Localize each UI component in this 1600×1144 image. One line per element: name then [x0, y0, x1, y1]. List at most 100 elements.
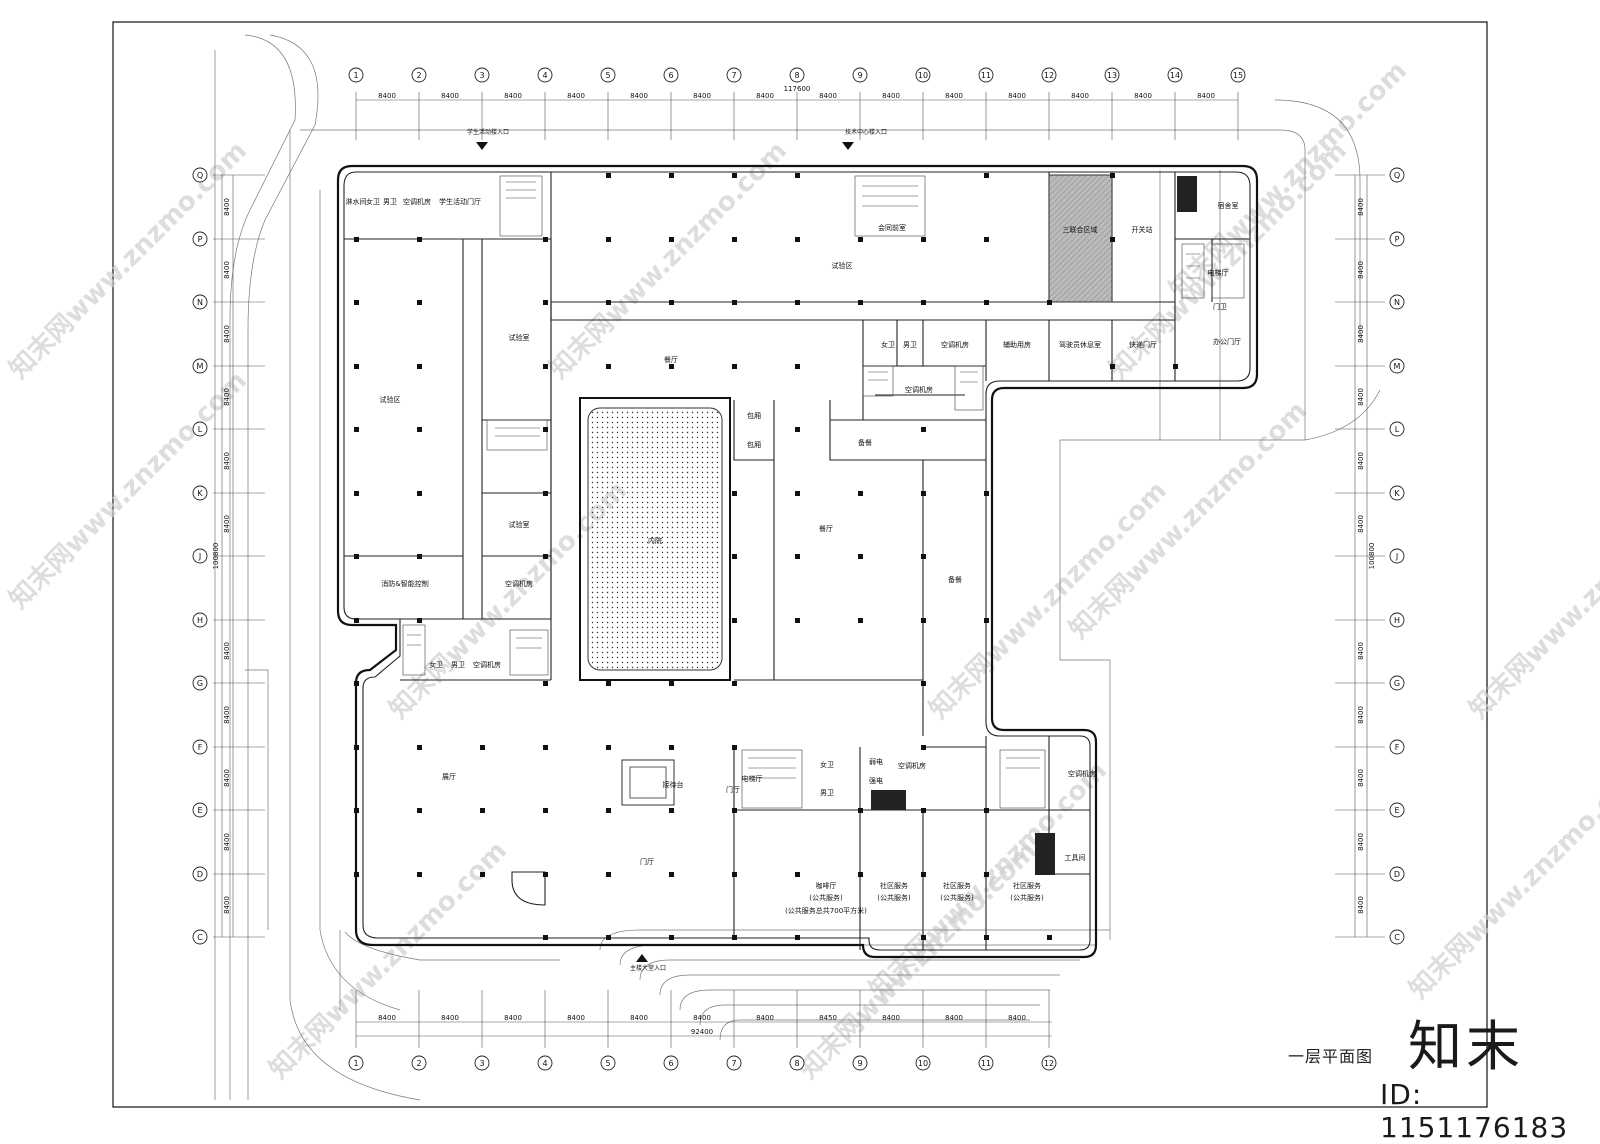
- axis-label-right: M: [1394, 362, 1401, 371]
- room-label: 驾驶员休息室: [1059, 340, 1101, 349]
- dark-shaft: [871, 790, 906, 810]
- room-label: 辅助用房: [1003, 340, 1031, 349]
- dim-top-span: 8400: [945, 92, 963, 100]
- room-label: 男卫: [451, 661, 465, 669]
- watermark: 知末网www.znzmo.com: [794, 836, 1043, 1085]
- axis-label-top: 15: [1233, 71, 1243, 80]
- room-label: 女卫: [881, 340, 895, 349]
- dim-top-span: 8400: [1071, 92, 1089, 100]
- room-label: 空调机房: [505, 579, 533, 588]
- axis-label-top: 11: [981, 71, 991, 80]
- axis-label-left: G: [197, 679, 203, 688]
- axis-label-left: M: [197, 362, 204, 371]
- room-label: 女卫: [366, 197, 380, 206]
- dim-bottom-span: 8400: [504, 1014, 522, 1022]
- axis-label-right: D: [1394, 870, 1400, 879]
- dim-top-span: 8400: [1134, 92, 1152, 100]
- room-label: 门厅: [640, 857, 654, 866]
- brand-id-label: ID: 1151176183: [1380, 1078, 1569, 1144]
- axis-label-left: Q: [197, 171, 203, 180]
- room-label: 社区服务: [1013, 881, 1041, 890]
- dim-top-span: 8400: [441, 92, 459, 100]
- dim-right-span: 8400: [1357, 896, 1365, 914]
- room-label: 女卫: [429, 660, 443, 669]
- axis-label-top: 8: [794, 71, 799, 80]
- axis-label-top: 13: [1107, 71, 1117, 80]
- axis-label-right: K: [1394, 489, 1400, 498]
- dim-bottom-span: 8400: [756, 1014, 774, 1022]
- courtyard-atrium-inner: [587, 407, 723, 671]
- room-label: 社区服务: [943, 881, 971, 890]
- entrance-arrow-icon: [842, 142, 854, 150]
- dim-top-span: 8400: [630, 92, 648, 100]
- axis-label-right: N: [1394, 298, 1400, 307]
- watermark: 知末网www.znzmo.com: [1404, 756, 1600, 1005]
- axis-labels: 1 2 3 4 5 6 7 8 9 10 11 12 13 14 15 1 2 …: [197, 71, 1401, 1068]
- watermark: 知末网www.znzmo.com: [924, 476, 1173, 725]
- dim-right-span: 8400: [1357, 325, 1365, 343]
- room-label: 会同前室: [878, 223, 906, 232]
- dim-bottom-span: 8400: [945, 1014, 963, 1022]
- room-label: (公共服务): [809, 893, 843, 902]
- watermark: 知末网www.znzmo.com: [544, 136, 793, 385]
- dim-right-span: 8400: [1357, 452, 1365, 470]
- room-label: 空调机房: [473, 660, 501, 669]
- dim-right-span: 8400: [1357, 706, 1365, 724]
- axis-label-right: E: [1394, 806, 1399, 815]
- axis-label-bottom: 10: [918, 1059, 928, 1068]
- dim-right-span: 8400: [1357, 261, 1365, 279]
- dim-top-span: 8400: [1008, 92, 1026, 100]
- room-label: 女卫: [820, 760, 834, 769]
- axis-label-top: 14: [1170, 71, 1180, 80]
- room-label: 快递门厅: [1129, 340, 1157, 349]
- axis-label-bottom: 3: [479, 1059, 484, 1068]
- room-label: 空调机房: [905, 385, 933, 394]
- room-label: (公共服务): [940, 893, 974, 902]
- dim-right-span: 8400: [1357, 642, 1365, 660]
- dim-bottom-span: 8400: [441, 1014, 459, 1022]
- room-label: 三联合区域: [1063, 225, 1098, 234]
- dim-left-span: 8400: [223, 261, 231, 279]
- room-label: 男卫: [383, 198, 397, 206]
- columns: [354, 173, 1178, 940]
- room-label: 男卫: [820, 789, 834, 797]
- dim-top-span: 8400: [693, 92, 711, 100]
- dim-right-total: 100800: [1368, 543, 1376, 570]
- watermark: 知末网www.znzmo.com: [264, 836, 513, 1085]
- interior-walls: [344, 172, 1250, 950]
- room-label: 淋水间: [346, 197, 367, 206]
- axis-label-right: F: [1395, 743, 1400, 752]
- room-label: 包厢: [747, 411, 761, 420]
- room-labels: 淋水间 女卫 男卫 空调机房 学生活动门厅 试验区 试验室 试验室 空调机房 消…: [346, 197, 1242, 915]
- hatched-zone: [1048, 174, 1113, 303]
- axis-label-bottom: 5: [605, 1059, 610, 1068]
- room-label: 餐厅: [664, 355, 678, 364]
- dark-shaft: [1035, 833, 1055, 875]
- room-label: 电梯厅: [742, 774, 763, 783]
- dim-right-span: 8400: [1357, 198, 1365, 216]
- room-label: (公共服务): [877, 893, 911, 902]
- dim-left-span: 8400: [223, 833, 231, 851]
- dim-right-span: 8400: [1357, 388, 1365, 406]
- room-label: 试验区: [832, 261, 853, 270]
- watermark: 知末网www.znzmo.com: [4, 136, 253, 385]
- room-label: 试验室: [509, 333, 530, 342]
- room-label: 备餐: [858, 438, 872, 447]
- axis-label-left: E: [197, 806, 202, 815]
- axis-label-top: 2: [416, 71, 421, 80]
- dim-left-span: 8400: [223, 325, 231, 343]
- dim-top-span: 8400: [378, 92, 396, 100]
- axis-label-left: H: [197, 616, 203, 625]
- dim-left-total: 100800: [212, 543, 220, 570]
- dim-left-span: 8400: [223, 198, 231, 216]
- reception-desk-outer: [621, 759, 675, 806]
- dim-top-total: 117600: [784, 85, 811, 93]
- room-label: (公共服务): [1010, 893, 1044, 902]
- drawing-frame: [112, 21, 1488, 1108]
- axis-label-top: 4: [542, 71, 547, 80]
- axis-label-left: N: [197, 298, 203, 307]
- dim-left-span: 8400: [223, 642, 231, 660]
- room-label: 社区服务: [880, 881, 908, 890]
- dim-right-span: 8400: [1357, 769, 1365, 787]
